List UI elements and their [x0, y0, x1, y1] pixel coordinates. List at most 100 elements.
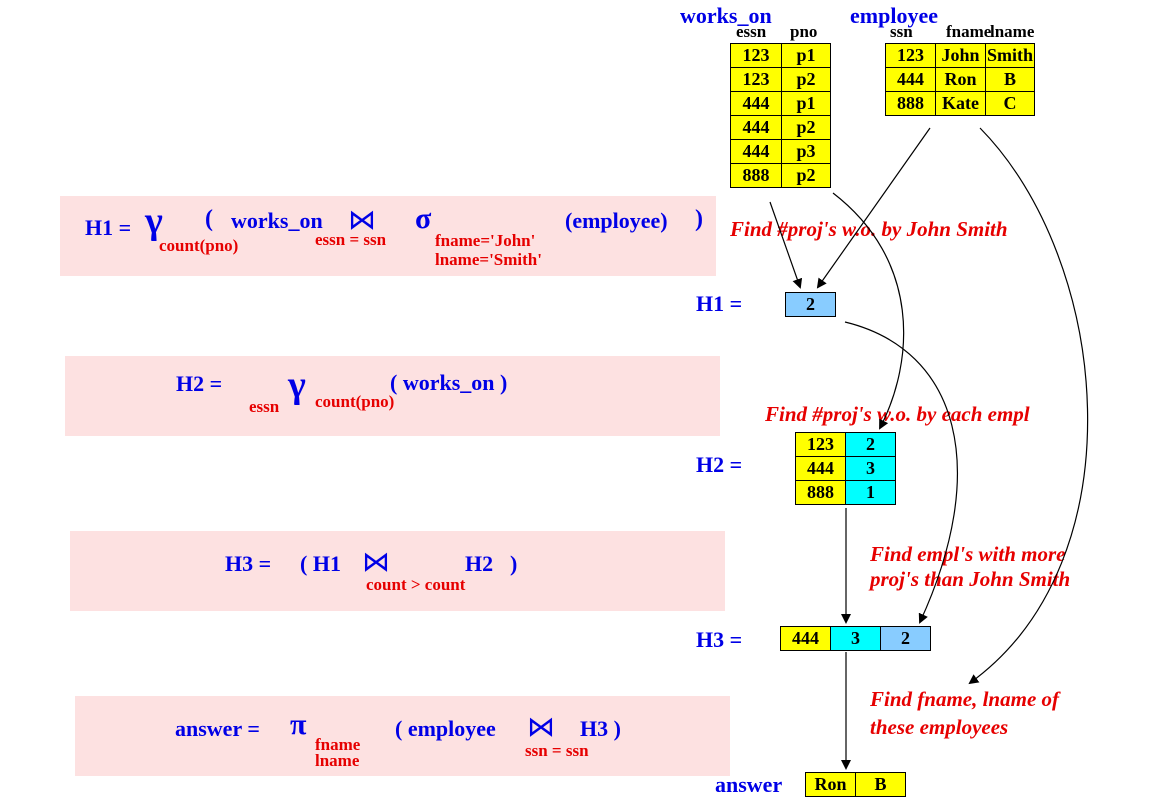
table-cell: 444 [795, 456, 846, 481]
table-cell: 1 [845, 480, 896, 505]
gamma-symbol: γ [288, 364, 306, 406]
gamma-symbol: γ [145, 200, 163, 242]
note-answer-line1: Find fname, lname of [870, 687, 1060, 711]
arrow-works-on-to-h2 [832, 192, 905, 430]
h3-expression-panel [70, 531, 725, 611]
table-cell: 2 [880, 626, 931, 651]
answer-pi-subscript-fname: fname [315, 735, 361, 754]
h1-sigma-subscript-fname: fname='John' [435, 231, 536, 250]
works-on-title: works_on [680, 3, 772, 28]
h3-join-subscript: count > count [366, 575, 466, 594]
table-cell: Kate [935, 91, 986, 116]
note-answer-line2: these employees [870, 715, 1009, 739]
table-cell: 3 [845, 456, 896, 481]
h1-open-paren: ( [205, 206, 213, 232]
h3-close-paren: ) [510, 551, 518, 576]
h1-sigma-subscript-lname: lname='Smith' [435, 250, 542, 269]
table-cell: p2 [781, 163, 831, 188]
h3-result-label: H3 = [696, 627, 743, 652]
h1-works-on: works_on [231, 208, 323, 233]
note-h3-line1: Find empl's with more [870, 542, 1066, 566]
h1-result-label: H1 = [696, 291, 743, 316]
h3-expr-lhs: H3 = [225, 551, 272, 576]
arrow-h1-to-h3 [844, 321, 958, 624]
table-cell: B [855, 772, 906, 797]
table-cell: 123 [730, 67, 782, 92]
answer-expr-lhs: answer = [175, 716, 260, 741]
table-cell: p3 [781, 139, 831, 164]
h1-close-paren: ) [695, 206, 703, 232]
note-h2: Find #proj's w.o. by each empl [765, 402, 1030, 426]
note-h3-line2: proj's than John Smith [870, 567, 1071, 591]
table-cell: 123 [795, 432, 846, 457]
employee-header-ssn: ssn [890, 22, 913, 41]
table-cell: p2 [781, 67, 831, 92]
h1-gamma-subscript: count(pno) [159, 236, 239, 255]
arrow-works-on-to-h1 [769, 201, 803, 289]
table-cell: 888 [795, 480, 846, 505]
table-cell: 2 [785, 292, 836, 317]
h1-join-symbol: ⋈ [348, 203, 376, 236]
table-cell: p1 [781, 91, 831, 116]
table-cell: 2 [845, 432, 896, 457]
works-on-header-pno: pno [790, 22, 818, 41]
table-cell: 123 [885, 43, 936, 68]
table-row: 2 [785, 292, 836, 317]
table-cell: 444 [730, 115, 782, 140]
table-cell: Ron [805, 772, 856, 797]
employee-header-lname: lname [990, 22, 1035, 41]
answer-open-employee: ( employee [395, 716, 496, 741]
table-cell: Ron [935, 67, 986, 92]
arrow-employee-to-h1 [816, 127, 931, 289]
answer-join-subscript: ssn = ssn [525, 741, 589, 760]
table-cell: 888 [730, 163, 782, 188]
table-cell: Smith [985, 43, 1035, 68]
table-cell: John [935, 43, 986, 68]
table-cell: C [985, 91, 1035, 116]
answer-pi-subscript-lname: lname [315, 751, 360, 770]
h1-expr-lhs: H1 = [85, 215, 132, 240]
table-cell: B [985, 67, 1035, 92]
h3-h2-arg: H2 [465, 551, 494, 576]
h2-group-subscript: essn [249, 397, 280, 416]
pi-symbol: π [290, 708, 307, 741]
h2-expression-panel [65, 356, 720, 436]
h3-join-symbol: ⋈ [362, 545, 390, 578]
answer-h3-arg: H3 ) [580, 716, 621, 741]
table-cell: 444 [780, 626, 831, 651]
answer-result-label: answer [715, 772, 783, 797]
table-cell: p2 [781, 115, 831, 140]
h1-employee-arg: (employee) [565, 208, 668, 233]
table-cell: 444 [730, 139, 782, 164]
table-cell: p1 [781, 43, 831, 68]
arrow-employee-to-answer [968, 127, 1089, 685]
h2-result-label: H2 = [696, 452, 743, 477]
sigma-symbol: σ [415, 202, 432, 235]
table-cell: 444 [730, 91, 782, 116]
employee-title: employee [850, 3, 938, 28]
h2-gamma-subscript: count(pno) [315, 392, 395, 411]
h1-result-table: 2 [785, 292, 836, 317]
h1-expression-panel [60, 196, 716, 276]
h2-expr-lhs: H2 = [176, 371, 223, 396]
answer-join-symbol: ⋈ [527, 710, 555, 743]
works-on-header-essn: essn [736, 22, 767, 41]
